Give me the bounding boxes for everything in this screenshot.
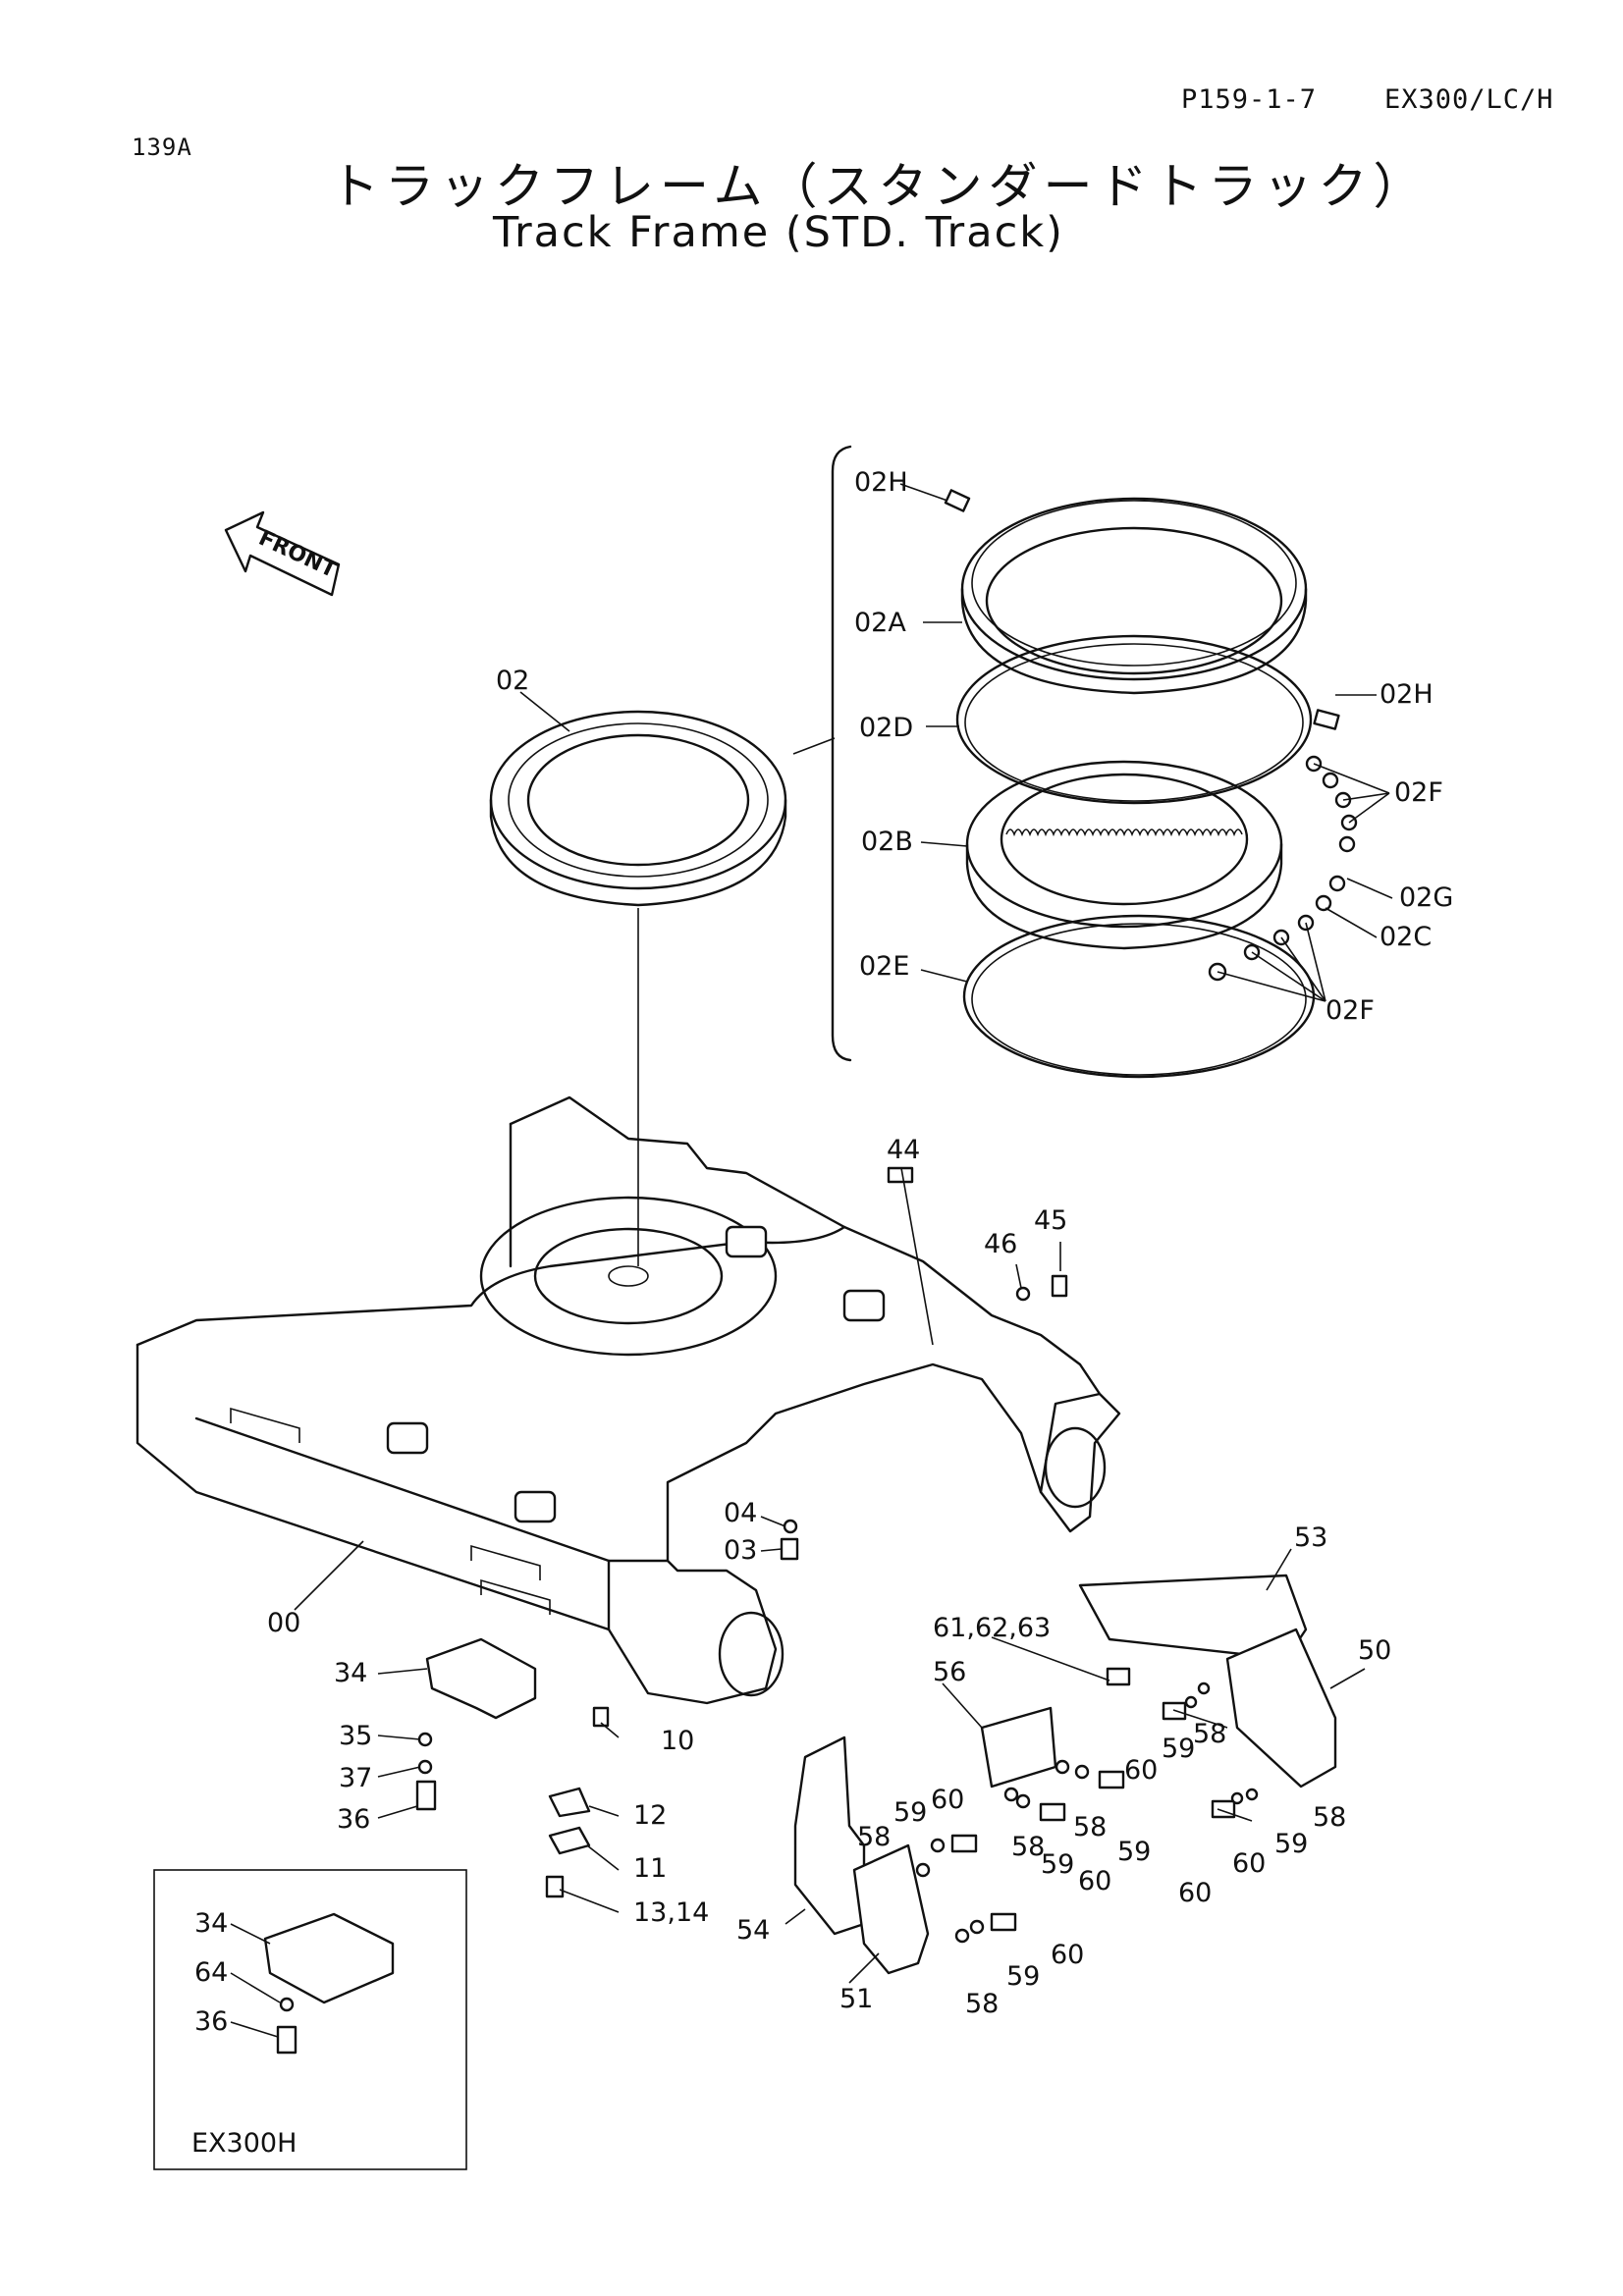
bearing-inner-race-02B bbox=[965, 760, 1283, 950]
callout-59-c: 59 bbox=[1117, 1837, 1151, 1867]
callout-02B: 02B bbox=[861, 827, 913, 857]
callout-59-a: 59 bbox=[1162, 1734, 1195, 1764]
plate-56 bbox=[980, 1706, 1057, 1789]
inset-ex300h: EX300H bbox=[153, 1869, 467, 2170]
callout-45: 45 bbox=[1034, 1205, 1067, 1236]
leader-lines bbox=[230, 483, 1393, 2038]
callout-60-a: 60 bbox=[1124, 1755, 1158, 1786]
callout-60-f: 60 bbox=[1051, 1940, 1084, 1970]
callout-44: 44 bbox=[887, 1135, 920, 1165]
swing-bearing-02 bbox=[489, 710, 787, 907]
callout-03: 03 bbox=[724, 1535, 757, 1566]
callout-58-e: 58 bbox=[1011, 1832, 1045, 1862]
part-callouts: 02H 02A 02H 02D 02F 02B 02G 02C 02E 02F … bbox=[194, 467, 1453, 2037]
callout-02H-right: 02H bbox=[1380, 679, 1434, 710]
callout-61-62-63: 61,62,63 bbox=[933, 1613, 1051, 1643]
page-reference: P159-1-7 bbox=[1181, 84, 1318, 115]
callout-11: 11 bbox=[633, 1853, 667, 1884]
callout-58-c: 58 bbox=[857, 1822, 891, 1852]
callout-59-b: 59 bbox=[893, 1797, 927, 1828]
seal-02E bbox=[962, 914, 1316, 1079]
callout-60-c: 60 bbox=[1178, 1878, 1212, 1908]
callout-51: 51 bbox=[839, 1984, 873, 2014]
callout-34: 34 bbox=[334, 1658, 367, 1688]
callout-56: 56 bbox=[933, 1657, 966, 1687]
callout-02H-top: 02H bbox=[854, 467, 908, 498]
callout-50: 50 bbox=[1358, 1635, 1391, 1666]
callout-54: 54 bbox=[736, 1915, 770, 1946]
callout-02C: 02C bbox=[1380, 922, 1432, 952]
callout-37: 37 bbox=[339, 1763, 372, 1793]
inset-callout-64: 64 bbox=[194, 1957, 228, 1988]
title-japanese: トラックフレーム（スタンダードトラック） bbox=[330, 158, 1429, 215]
assembly-bracket bbox=[831, 445, 852, 1062]
callout-59-d: 59 bbox=[1274, 1829, 1308, 1859]
title-english: Track Frame (STD. Track) bbox=[493, 208, 1064, 257]
callout-60-b: 60 bbox=[931, 1785, 964, 1815]
callout-02E: 02E bbox=[859, 951, 909, 982]
callout-12: 12 bbox=[633, 1800, 667, 1831]
callout-00: 00 bbox=[267, 1608, 300, 1638]
callout-58-d: 58 bbox=[1313, 1802, 1346, 1833]
callout-10: 10 bbox=[661, 1726, 694, 1756]
callout-02: 02 bbox=[496, 666, 529, 696]
grease-fittings-02H bbox=[944, 489, 1340, 730]
bearing-outer-race-02A bbox=[960, 497, 1308, 695]
seal-02D bbox=[955, 634, 1313, 805]
cover-54 bbox=[793, 1735, 866, 1936]
section-number: 139A bbox=[132, 133, 192, 161]
front-direction-arrow: FRONT bbox=[224, 510, 340, 597]
callout-58-b: 58 bbox=[1073, 1812, 1107, 1842]
callout-46: 46 bbox=[984, 1229, 1017, 1259]
inset-callout-36: 36 bbox=[194, 2006, 228, 2037]
callout-02D: 02D bbox=[859, 713, 913, 743]
cover-51 bbox=[852, 1843, 930, 1975]
model-designation: EX300/LC/H bbox=[1384, 84, 1554, 115]
callout-36: 36 bbox=[337, 1804, 370, 1835]
callout-13-14: 13,14 bbox=[633, 1897, 709, 1928]
callout-02F-top: 02F bbox=[1394, 777, 1443, 808]
callout-53: 53 bbox=[1294, 1522, 1327, 1553]
callout-35: 35 bbox=[339, 1721, 372, 1751]
track-frame-00 bbox=[135, 1095, 1121, 1705]
inset-callout-34: 34 bbox=[194, 1908, 228, 1939]
callout-02A: 02A bbox=[854, 608, 906, 638]
hardware-bolts bbox=[415, 1166, 1259, 1944]
inset-caption: EX300H bbox=[191, 2128, 297, 2159]
callout-58-f: 58 bbox=[965, 1989, 999, 2019]
callout-59-e: 59 bbox=[1041, 1849, 1074, 1880]
callout-60-d: 60 bbox=[1232, 1848, 1266, 1879]
callout-02F-bottom: 02F bbox=[1325, 995, 1375, 1026]
callout-04: 04 bbox=[724, 1498, 757, 1528]
callout-59-f: 59 bbox=[1006, 1961, 1040, 1992]
callout-60-e: 60 bbox=[1078, 1866, 1111, 1896]
callout-02G: 02G bbox=[1399, 882, 1453, 913]
callout-58-a: 58 bbox=[1193, 1719, 1226, 1749]
cover-50 bbox=[1225, 1628, 1337, 1789]
